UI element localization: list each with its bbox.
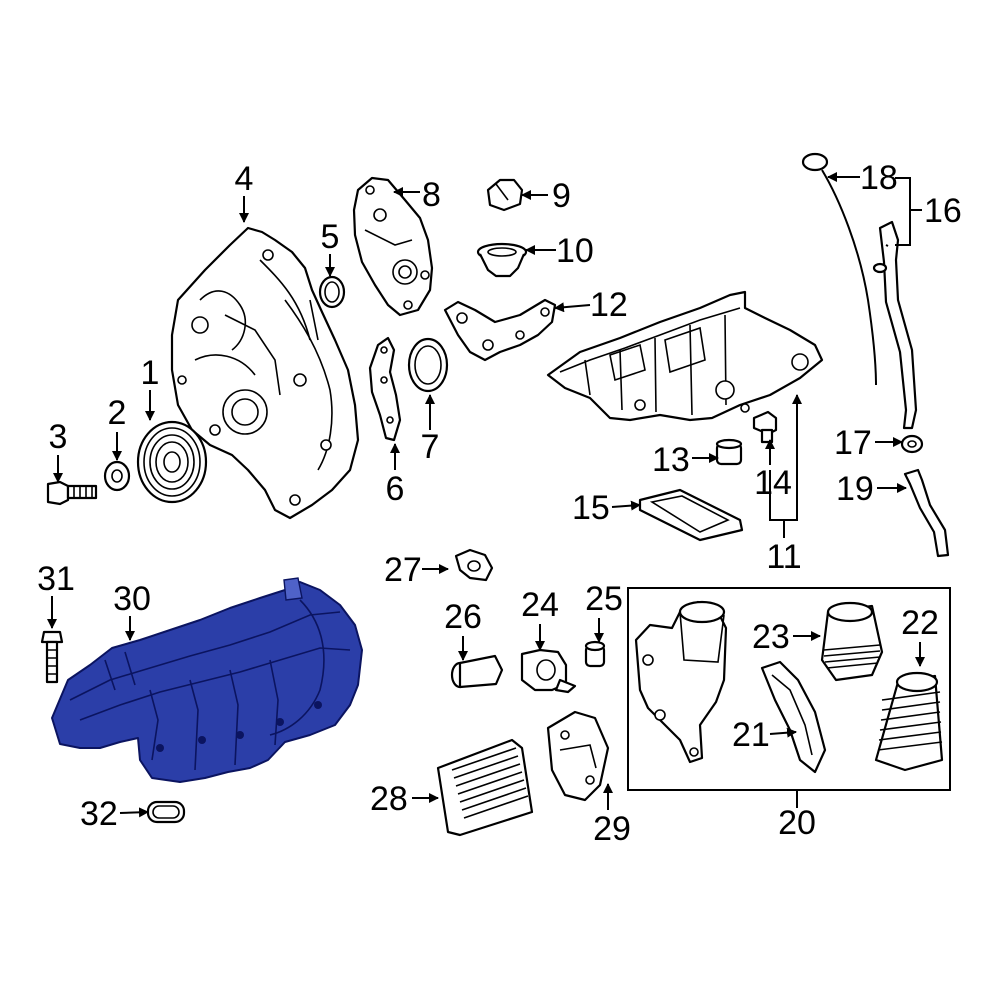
callout-31: 31	[37, 560, 75, 598]
filter-cap-part-23[interactable]	[820, 601, 884, 682]
timing-cover-part-4[interactable]	[170, 226, 360, 520]
callout-21: 21	[732, 716, 770, 754]
callout-7: 7	[421, 428, 440, 466]
callout-30: 30	[113, 580, 151, 618]
callout-8: 8	[422, 176, 441, 214]
bracket-part-12[interactable]	[443, 298, 557, 362]
washer-part-2[interactable]	[103, 460, 131, 492]
bolt-part-3[interactable]	[46, 480, 98, 506]
callout-28: 28	[370, 780, 408, 818]
callout-1: 1	[141, 354, 160, 392]
callout-11: 11	[766, 538, 801, 576]
filter-assembly-box-20	[627, 587, 951, 791]
oil-pan-part-11[interactable]	[546, 290, 824, 422]
pan-gasket-part-15[interactable]	[638, 488, 744, 542]
gasket-part-29[interactable]	[546, 710, 610, 802]
oil-cap-part-9[interactable]	[486, 178, 524, 212]
bolt-part-31[interactable]	[40, 630, 64, 684]
cover-plate-part-8[interactable]	[352, 176, 434, 317]
callout-26: 26	[444, 598, 482, 636]
callout-16: 16	[924, 192, 962, 230]
callout-20: 20	[778, 804, 816, 842]
sensor-part-27[interactable]	[454, 548, 494, 582]
dipstick-part-18[interactable]	[801, 152, 877, 386]
callout-12: 12	[590, 286, 628, 324]
callout-15: 15	[572, 489, 610, 527]
hose-part-19[interactable]	[903, 468, 950, 558]
filter-gasket-part-21[interactable]	[760, 660, 827, 774]
grommet-part-17[interactable]	[900, 434, 924, 454]
callout-27: 27	[384, 551, 422, 589]
intake-manifold-part-30[interactable]	[51, 577, 363, 783]
dipstick-tube-part-16[interactable]	[872, 220, 918, 430]
gasket-part-32[interactable]	[146, 800, 186, 824]
callout-10: 10	[556, 232, 594, 270]
solenoid-part-24[interactable]	[520, 648, 577, 694]
callout-4: 4	[235, 160, 254, 198]
callout-29: 29	[593, 810, 631, 848]
sensor-part-26[interactable]	[450, 654, 504, 689]
callout-32: 32	[80, 795, 118, 833]
drain-plug-part-14[interactable]	[752, 410, 778, 444]
callout-6: 6	[386, 470, 405, 508]
callout-13: 13	[652, 441, 690, 479]
callout-3: 3	[49, 418, 68, 456]
leader-lines	[47, 172, 925, 818]
callout-19: 19	[836, 470, 874, 508]
callout-5: 5	[321, 218, 340, 256]
oil-cooler-part-28[interactable]	[436, 738, 534, 837]
rear-seal-part-7[interactable]	[407, 337, 449, 393]
callout-22: 22	[901, 604, 939, 642]
gasket-part-6[interactable]	[368, 336, 402, 442]
callout-9: 9	[552, 177, 571, 215]
callout-23: 23	[752, 618, 790, 656]
callout-14: 14	[754, 464, 792, 502]
callout-labels: 1 2 3 4 5 6 7 8 9 10 11 12 13 14 15 16 1…	[37, 159, 962, 848]
callout-2: 2	[108, 394, 127, 432]
seal-part-5[interactable]	[318, 275, 346, 309]
callout-17: 17	[834, 424, 872, 462]
filler-neck-part-10[interactable]	[476, 242, 528, 278]
plug-part-25[interactable]	[584, 640, 606, 668]
filter-housing-part-20[interactable]	[634, 600, 728, 764]
callout-25: 25	[585, 580, 623, 618]
crankshaft-pulley-part-1[interactable]	[136, 420, 208, 504]
filter-element-part-22[interactable]	[874, 671, 944, 772]
callout-18: 18	[860, 159, 898, 197]
plug-part-13[interactable]	[715, 438, 743, 466]
callout-24: 24	[521, 586, 559, 624]
